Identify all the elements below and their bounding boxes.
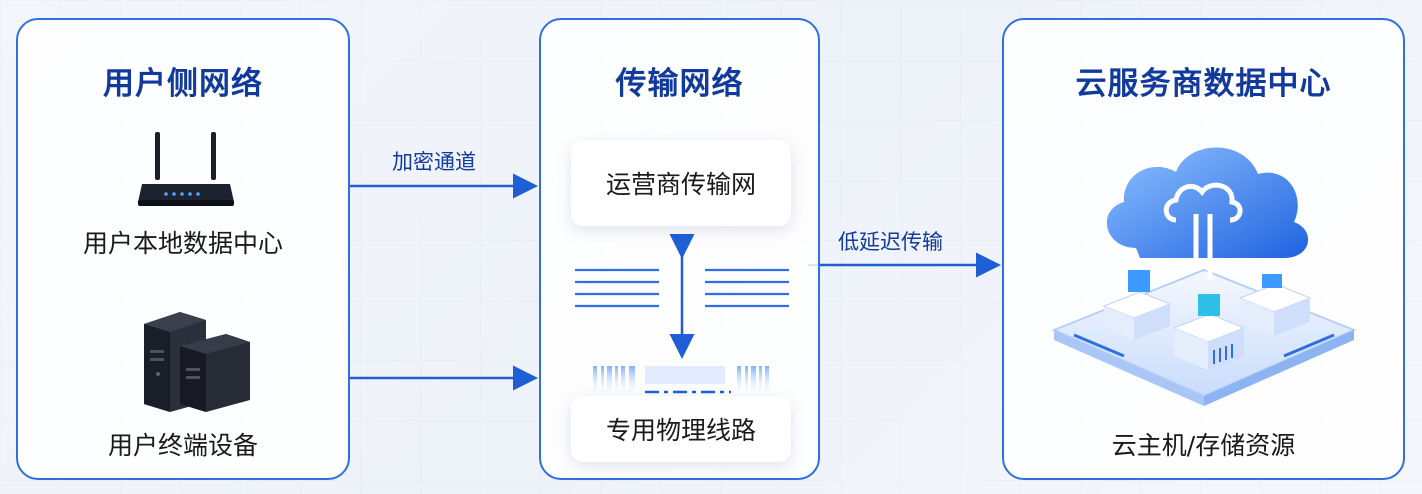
dedicated-line-card: 专用物理线路 bbox=[571, 396, 791, 462]
cloud-datacenter-icon bbox=[1051, 147, 1357, 406]
router-label: 用户本地数据中心 bbox=[82, 229, 283, 258]
encrypted-channel-label: 加密通道 bbox=[392, 150, 476, 174]
user-network-panel: 用户侧网络 用户本地数据中心 用户终端设备 bbox=[16, 18, 350, 480]
transport-network-panel: 传输网络 运营商传输网 bbox=[539, 18, 820, 480]
device-label: 用户终端设备 bbox=[107, 431, 258, 460]
low-latency-label: 低延迟传输 bbox=[838, 230, 943, 254]
transport-network-title: 传输网络 bbox=[615, 66, 744, 102]
carrier-network-card: 运营商传输网 bbox=[571, 140, 791, 226]
link-visual bbox=[575, 234, 789, 396]
cloud-datacenter-title: 云服务商数据中心 bbox=[1075, 66, 1332, 102]
user-network-title: 用户侧网络 bbox=[103, 66, 263, 102]
router-icon bbox=[138, 132, 234, 206]
cloud-datacenter-panel: 云服务商数据中心 bbox=[1002, 18, 1405, 480]
edge-device-icon bbox=[144, 312, 250, 412]
cloud-resource-label: 云主机/存储资源 bbox=[1111, 431, 1296, 460]
